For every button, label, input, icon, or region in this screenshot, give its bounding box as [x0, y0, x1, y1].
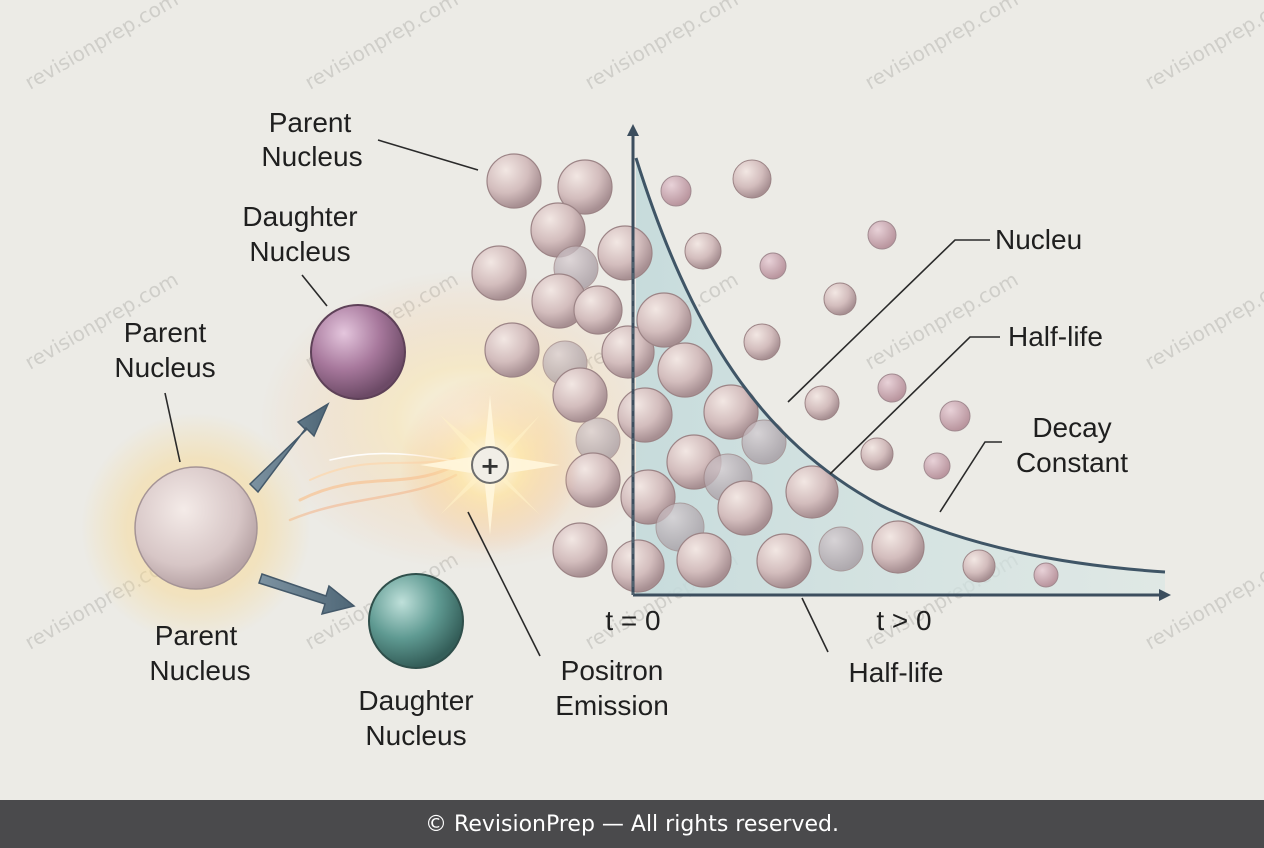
label-top-parent-line2: Nucleus	[261, 141, 362, 172]
label-positron-line2: Emission	[555, 690, 669, 721]
label-daughter-top-line1: Daughter	[242, 201, 357, 232]
leader-decay-constant	[939, 441, 1002, 513]
watermark: revisionprep.com	[301, 0, 463, 94]
label-half-life-right: Half-life	[1008, 321, 1103, 352]
label-decay-constant-line2: Constant	[1016, 447, 1128, 478]
nucleus	[660, 175, 692, 207]
nuclei-decaying	[617, 292, 925, 589]
watermark: revisionprep.com	[1141, 0, 1264, 94]
nucleus	[939, 400, 971, 432]
nucleus	[471, 245, 527, 301]
nucleus	[676, 532, 732, 588]
nuclei-scattered	[660, 159, 1059, 588]
nucleus	[703, 384, 759, 440]
nucleus	[877, 373, 907, 403]
parent-nucleus	[134, 466, 258, 590]
label-half-life-bottom: Half-life	[849, 657, 944, 688]
decay-diagram: revisionprep.com revisionprep.com revisi…	[21, 0, 1264, 751]
daughter-nucleus-top	[310, 304, 406, 400]
nucleus	[557, 159, 613, 215]
leader-half-life-bottom	[801, 597, 829, 653]
daughter-nucleus-bottom	[368, 573, 464, 669]
nucleus	[484, 322, 540, 378]
label-daughter-bottom-line2: Nucleus	[365, 720, 466, 751]
nucleus	[785, 465, 839, 519]
watermark: revisionprep.com	[581, 0, 743, 94]
copyright-text: © RevisionPrep — All rights reserved.	[425, 811, 839, 837]
labels: Parent Nucleus Daughter Nucleus Parent N…	[114, 107, 1128, 751]
nucleus	[601, 325, 655, 379]
label-nucleu: Nucleu	[995, 224, 1082, 255]
leader-half-life-right	[829, 336, 1000, 475]
label-daughter-top-line2: Nucleus	[249, 236, 350, 267]
nucleus	[923, 452, 951, 480]
leader-daughter-top	[301, 274, 328, 307]
positron-symbol: +	[480, 452, 500, 480]
nucleus	[756, 533, 812, 589]
decay-arrow-down	[258, 573, 356, 616]
nuclei-cluster	[471, 153, 665, 593]
nucleus	[636, 292, 692, 348]
decay-arrow-up	[248, 402, 330, 494]
label-top-parent-line1: Parent	[269, 107, 352, 138]
leader-parent-mid	[164, 392, 181, 463]
leader-lines	[164, 139, 1002, 657]
nucleus	[743, 323, 781, 361]
nucleus	[717, 480, 773, 536]
nucleus	[871, 520, 925, 574]
nucleus	[552, 367, 608, 423]
watermark: revisionprep.com	[861, 0, 1023, 94]
label-positron-line1: Positron	[561, 655, 664, 686]
copyright-footer: © RevisionPrep — All rights reserved.	[0, 800, 1264, 848]
label-parent-bottom-line1: Parent	[155, 620, 238, 651]
nucleus	[684, 232, 722, 270]
leader-nucleu	[787, 239, 990, 403]
watermark: revisionprep.com	[1141, 267, 1264, 374]
nucleus	[741, 419, 787, 465]
label-t-zero: t = 0	[605, 605, 660, 636]
leader-positron	[467, 511, 541, 657]
nucleus	[759, 252, 787, 280]
label-parent-bottom-line2: Nucleus	[149, 655, 250, 686]
watermark: revisionprep.com	[1141, 547, 1264, 654]
positron-particle: +	[471, 446, 509, 484]
nucleus	[617, 387, 673, 443]
nucleus	[867, 220, 897, 250]
nucleus	[962, 549, 996, 583]
nucleus	[597, 225, 653, 281]
nucleus	[860, 437, 894, 471]
nucleus	[486, 153, 542, 209]
nucleus	[823, 282, 857, 316]
nucleus	[732, 159, 772, 199]
nucleus	[657, 342, 713, 398]
nucleus	[818, 526, 864, 572]
decay-curve-area	[636, 158, 1165, 595]
label-parent-mid-line1: Parent	[124, 317, 207, 348]
label-parent-mid-line2: Nucleus	[114, 352, 215, 383]
nucleus	[804, 385, 840, 421]
nucleus	[573, 285, 623, 335]
nucleus	[1033, 562, 1059, 588]
label-daughter-bottom-line1: Daughter	[358, 685, 473, 716]
watermark: revisionprep.com	[861, 267, 1023, 374]
nucleus	[552, 522, 608, 578]
decay-curve	[634, 157, 1166, 574]
label-decay-constant-line1: Decay	[1032, 412, 1111, 443]
leader-top-parent	[377, 139, 479, 171]
label-t-positive: t > 0	[876, 605, 931, 636]
nucleus	[611, 539, 665, 593]
watermark: revisionprep.com	[21, 0, 183, 94]
